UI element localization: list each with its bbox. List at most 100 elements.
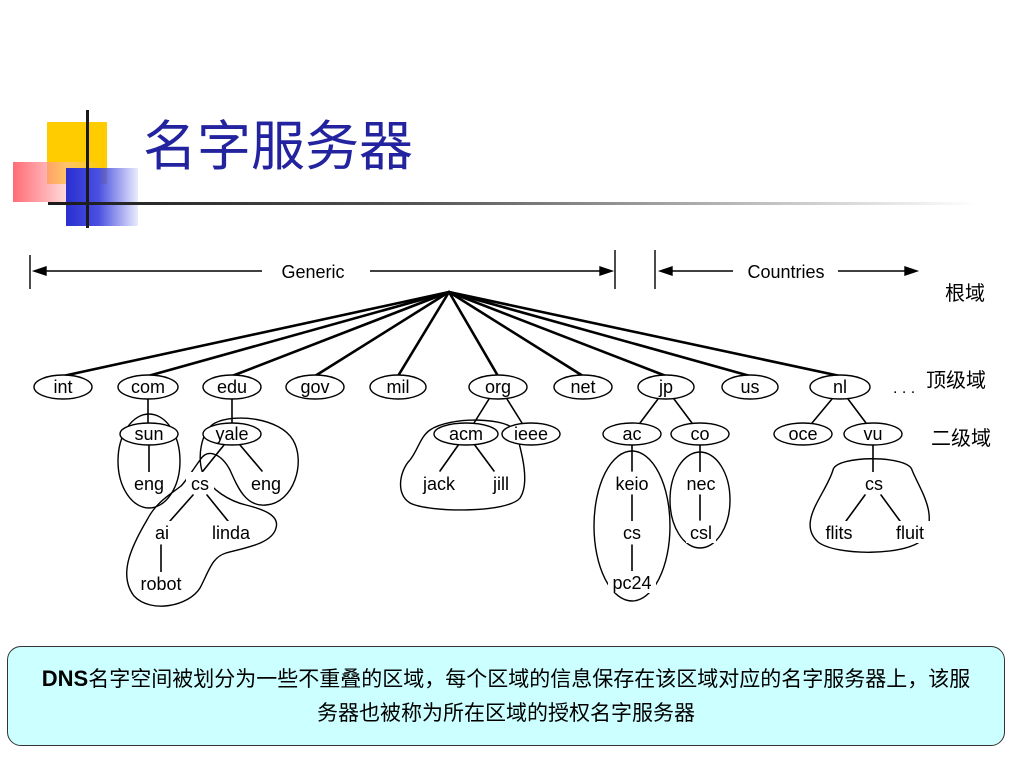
edge-nl-oce [811,398,833,424]
node-oce-label: oce [788,424,817,444]
node-jp [637,374,695,400]
edge-jp-ac [639,398,659,424]
zone-sun [117,413,181,509]
node-oce [773,422,833,446]
node-linda-label: linda [212,523,251,543]
edge-root-net [447,290,585,378]
node-vu-cs-label: cs [865,474,883,494]
edge-cs-ai [169,494,194,522]
generic-label: Generic [281,262,344,282]
node-yale-label: yale [215,424,248,444]
countries-right-arrowhead [904,266,920,276]
node-org-label: org [485,377,511,397]
node-int-label: int [53,377,72,397]
node-com-label: com [131,377,165,397]
edge-jp-co [673,398,693,424]
node-sun-eng-label: eng [134,474,164,494]
edge-cs-flits [845,494,866,522]
node-jp-label: jp [658,377,673,397]
edge-root-int [61,290,451,378]
edge-cs-fluit [880,494,901,522]
dns-tree-diagram: Generic Countries int com edu gov mil or… [29,250,991,607]
decor-blue-square [66,168,138,226]
edge-org-ieee [506,398,523,424]
edge-root-us [447,290,752,378]
node-gov [285,374,345,400]
generic-right-arrowhead [599,266,615,276]
node-us [721,374,779,400]
edge-root-mil [396,290,451,378]
node-nl [809,374,871,400]
root-edges [61,290,842,378]
node-co [670,422,730,446]
node-mil [369,374,427,400]
node-fluit-label: fluit [896,523,924,543]
title-underline [48,202,978,205]
node-int [33,374,93,400]
node-nec-label: nec [686,474,715,494]
info-text: DNS名字空间被划分为一些不重叠的区域，每个区域的信息保存在该区域对应的名字服务… [32,662,980,730]
node-gov-label: gov [300,377,329,397]
countries-label: Countries [747,262,824,282]
node-edu-label: edu [217,377,247,397]
zone-yale [126,417,299,607]
node-sun-label: sun [134,424,163,444]
page-title: 名字服务器 [143,115,413,178]
ellipsis-label: . . . [893,380,915,397]
node-net [553,374,613,400]
node-yale-cs-label: cs [191,474,209,494]
node-ieee-label: ieee [514,424,548,444]
node-jill-label: jill [492,474,509,494]
zone-ac [593,450,671,602]
node-flits-label: flits [826,523,853,543]
node-csl-label: csl [690,523,712,543]
node-keio-cs-label: cs [623,523,641,543]
edge-cs-linda [206,494,229,522]
edge-root-gov [313,290,451,378]
edge-acm-jill [473,443,495,472]
node-org [468,374,528,400]
lower-edges [147,398,901,573]
edge-nl-vu [847,398,867,424]
edge-acm-jack [439,443,460,472]
node-vu-label: vu [863,424,882,444]
node-nl-label: nl [833,377,847,397]
second-level-domain-label: 二级域 [931,426,991,450]
node-ieee [501,422,561,446]
edge-root-nl [447,290,842,378]
root-domain-label: 根域 [945,281,985,305]
node-ac [602,422,662,446]
edge-root-com [146,290,451,378]
node-keio-label: keio [615,474,648,494]
generic-left-arrowhead [31,266,47,276]
node-pc24-label: pc24 [612,573,651,593]
edge-root-jp [447,290,668,378]
edge-org-acm [473,398,490,424]
node-ac-label: ac [622,424,641,444]
edge-yale-cs [202,444,225,472]
zone-co [669,451,731,549]
node-yale-eng-label: eng [251,474,281,494]
info-dns-bold: DNS [41,666,89,691]
node-sun [119,422,179,446]
info-description: 名字空间被划分为一些不重叠的区域，每个区域的信息保存在该区域对应的名字服务器上，… [88,667,971,725]
node-jack-label: jack [422,474,456,494]
edge-root-org [447,290,500,378]
decor-vertical-line [86,110,89,228]
edge-root-edu [230,290,451,378]
node-robot-label: robot [140,574,181,594]
node-ai-label: ai [155,523,169,543]
top-level-domain-label: 顶级域 [926,368,986,392]
node-acm [433,422,499,446]
countries-left-arrowhead [657,266,673,276]
node-co-label: co [690,424,709,444]
node-yale [202,422,262,446]
node-vu [843,422,903,446]
zone-acm [399,419,526,511]
node-us-label: us [740,377,759,397]
node-acm-label: acm [449,424,483,444]
node-net-label: net [570,377,595,397]
node-mil-label: mil [387,377,410,397]
edge-yale-eng [239,444,263,472]
info-box: DNS名字空间被划分为一些不重叠的区域，每个区域的信息保存在该区域对应的名字服务… [7,646,1005,746]
